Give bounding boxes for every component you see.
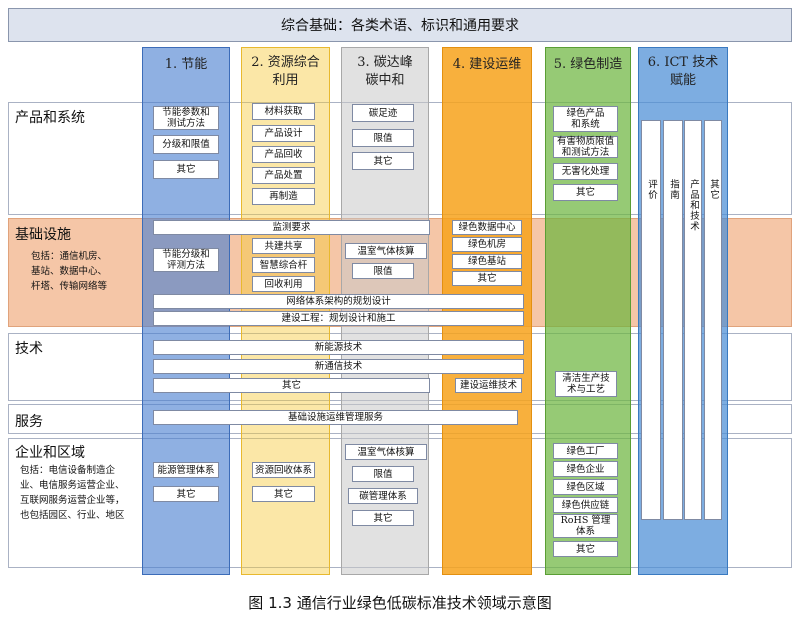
column-title-energy-saving: 1. 节能 <box>164 57 208 72</box>
row-note-enterprise: 包括：电信设备制造企 业、电信服务运营企业、 互联网服务运营企业等， 也包括园区… <box>20 465 125 521</box>
box-product-recycling: 产品回收 <box>252 146 315 163</box>
general-foundation-banner: 综合基础：各类术语、标识和通用要求 <box>8 8 792 42</box>
box-clean-production-tech: 清洁生产技 术与工艺 <box>555 371 617 397</box>
row-title-products: 产品和系统 <box>15 110 85 126</box>
box-product-disposal: 产品处置 <box>252 167 315 184</box>
box-monitoring-requirements: 监测要求 <box>153 220 430 235</box>
box-energy-other: 其它 <box>153 160 219 179</box>
box-carbon-management: 碳管理体系 <box>348 488 418 504</box>
box-remanufacturing: 再制造 <box>252 188 315 205</box>
box-new-comm-tech: 新通信技术 <box>153 359 524 374</box>
box-green-enterprise: 绿色企业 <box>553 461 618 477</box>
figure-caption: 图 1.3 通信行业绿色低碳标准技术领域示意图 <box>248 594 552 612</box>
column-title-green-manufacturing: 5. 绿色制造 <box>553 57 623 72</box>
box-grading-limits: 分级和限值 <box>153 135 219 154</box>
row-title-technology: 技术 <box>15 341 43 357</box>
row-title-infrastructure: 基础设施 <box>15 227 71 243</box>
box-product-design: 产品设计 <box>252 125 315 142</box>
column-title-construction-operation: 4. 建设运维 <box>452 57 522 72</box>
box-green-products-systems: 绿色产品 和系统 <box>553 106 618 132</box>
box-green-factory: 绿色工厂 <box>553 443 618 459</box>
box-energy-grading-eval: 节能分级和 评测方法 <box>153 248 219 272</box>
box-carbon-other: 其它 <box>352 152 414 170</box>
box-co-construction-sharing: 共建共享 <box>252 238 315 254</box>
column-title-carbon-peak-neutral: 3. 碳达峰 碳中和 <box>357 55 413 88</box>
box-infra-other: 其它 <box>452 271 522 286</box>
row-title-enterprise: 企业和区域 <box>15 445 85 461</box>
box-smart-pole: 智慧综合杆 <box>252 257 315 273</box>
box-infra-limits: 限值 <box>352 263 414 279</box>
box-enterprise-carbon-other: 其它 <box>352 510 414 526</box>
column-title-resource-utilization: 2. 资源综合 利用 <box>251 55 320 88</box>
box-green-base-station: 绿色基站 <box>452 254 522 269</box>
box-green-data-center: 绿色数据中心 <box>452 220 522 235</box>
box-hazardous-substances: 有害物质限值 和测试方法 <box>553 136 618 158</box>
box-construction-operation-tech: 建设运维技术 <box>455 378 522 393</box>
box-infra-operation-service: 基础设施运维管理服务 <box>153 410 518 425</box>
box-enterprise-limits: 限值 <box>352 466 414 482</box>
box-green-supply-chain: 绿色供应链 <box>553 497 618 513</box>
box-green-region: 绿色区域 <box>553 479 618 495</box>
box-recycling-utilization: 回收利用 <box>252 276 315 292</box>
box-network-architecture: 网络体系架构的规划设计 <box>153 294 524 309</box>
ict-box-other: 其它 <box>704 120 722 520</box>
box-material-acquisition: 材料获取 <box>252 103 315 120</box>
ict-box-products-tech: 产品和技术 <box>684 120 702 520</box>
box-tech-other: 其它 <box>153 378 430 393</box>
row-title-service: 服务 <box>15 414 43 430</box>
box-carbon-footprint: 碳足迹 <box>352 104 414 122</box>
banner-text: 综合基础：各类术语、标识和通用要求 <box>281 18 519 34</box>
box-enterprise-energy-other: 其它 <box>153 486 219 502</box>
box-new-energy-tech: 新能源技术 <box>153 340 524 355</box>
ict-box-guide: 指南 <box>663 120 683 520</box>
box-resource-recycling-system: 资源回收体系 <box>252 462 315 478</box>
column-title-ict-enablement: 6. ICT 技术 赋能 <box>647 55 719 88</box>
box-rohs-management: RoHS 管理 体系 <box>553 514 618 538</box>
box-carbon-limits: 限值 <box>352 129 414 147</box>
box-energy-params-test: 节能参数和 测试方法 <box>153 106 219 130</box>
box-harmless-treatment: 无害化处理 <box>553 163 618 180</box>
box-enterprise-green-other: 其它 <box>553 541 618 557</box>
box-ghg-accounting-enterprise: 温室气体核算 <box>345 444 427 460</box>
box-green-mfg-other: 其它 <box>553 184 618 201</box>
box-enterprise-resource-other: 其它 <box>252 486 315 502</box>
box-construction-engineering: 建设工程：规划设计和施工 <box>153 311 524 326</box>
box-energy-management: 能源管理体系 <box>153 462 219 478</box>
box-green-machine-room: 绿色机房 <box>452 237 522 252</box>
ict-box-evaluation: 评价 <box>641 120 661 520</box>
row-note-infrastructure: 包括：通信机房、 基站、数据中心、 杆塔、传输网络等 <box>31 251 108 292</box>
box-ghg-accounting-infra: 温室气体核算 <box>345 243 427 259</box>
